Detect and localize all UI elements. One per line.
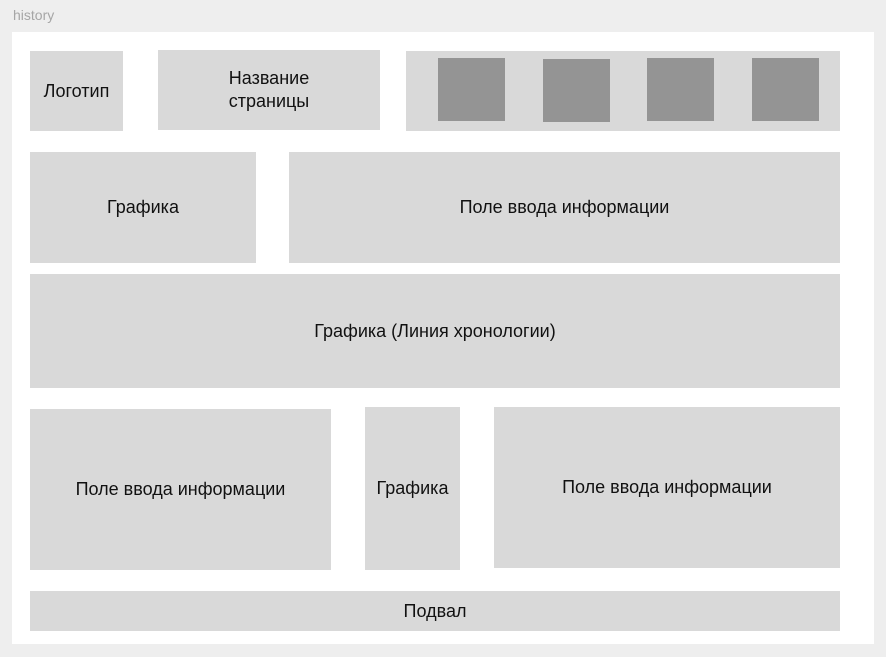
footer-block: Подвал xyxy=(30,591,840,631)
frame-title: history xyxy=(13,7,55,23)
nav-square-3 xyxy=(647,58,714,121)
input-block-top: Поле ввода информации xyxy=(289,152,840,263)
wireframe-frame: Логотип Название страницы Графика Поле в… xyxy=(12,32,874,644)
input-block-left: Поле ввода информации xyxy=(30,409,331,570)
graphic-block-top: Графика xyxy=(30,152,256,263)
nav-square-2 xyxy=(543,59,610,122)
nav-square-4 xyxy=(752,58,819,121)
timeline-block: Графика (Линия хронологии) xyxy=(30,274,840,388)
page-title-block: Название страницы xyxy=(158,50,380,130)
logo-block: Логотип xyxy=(30,51,123,131)
nav-square-1 xyxy=(438,58,505,121)
input-block-right: Поле ввода информации xyxy=(494,407,840,568)
graphic-block-mid: Графика xyxy=(365,407,460,570)
nav-block xyxy=(406,51,840,131)
